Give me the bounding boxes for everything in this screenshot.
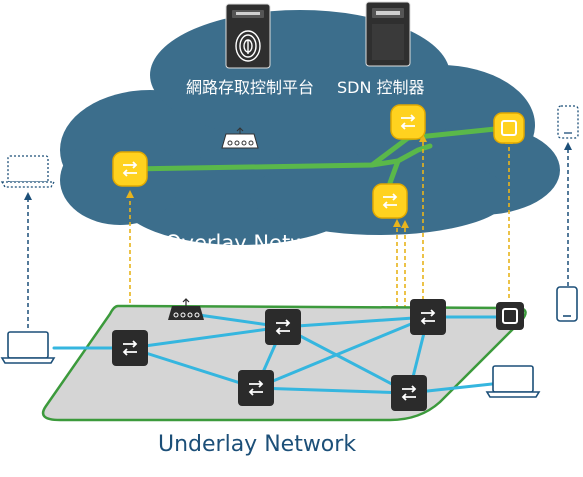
underlay-switch-4 (410, 299, 446, 335)
mobile-phone-icon (556, 286, 578, 322)
underlay-switch-5 (391, 375, 427, 411)
overlay-access-node (493, 112, 525, 144)
phone-dashed-icon (557, 105, 579, 139)
overlay-network-label: Overlay Network (165, 231, 341, 255)
underlay-network-label: Underlay Network (158, 432, 357, 457)
overlay-switch-bottom (372, 183, 408, 219)
laptop-icon (486, 365, 540, 398)
laptop-icon (1, 331, 55, 364)
router-icon (221, 127, 259, 149)
underlay-switch-3 (238, 370, 274, 406)
overlay-switch-left (112, 151, 148, 187)
endpoint-mapping-lines (27, 150, 569, 328)
sdn-controller-label: SDN 控制器 (337, 78, 425, 97)
overlay-links (127, 125, 508, 186)
underlay-router-icon (168, 298, 204, 320)
fingerprint-server-icon (225, 3, 271, 69)
laptop-dashed-icon (0, 155, 56, 188)
nac-platform-label: 網路存取控制平台 (186, 78, 315, 97)
endpoint-arrowheads (24, 142, 572, 200)
controller-server-icon (365, 1, 411, 67)
underlay-switch-1 (112, 330, 148, 366)
overlay-switch-top (390, 104, 426, 140)
underlay-switch-2 (265, 309, 301, 345)
cloud (60, 10, 560, 245)
underlay-access-node (496, 302, 524, 330)
